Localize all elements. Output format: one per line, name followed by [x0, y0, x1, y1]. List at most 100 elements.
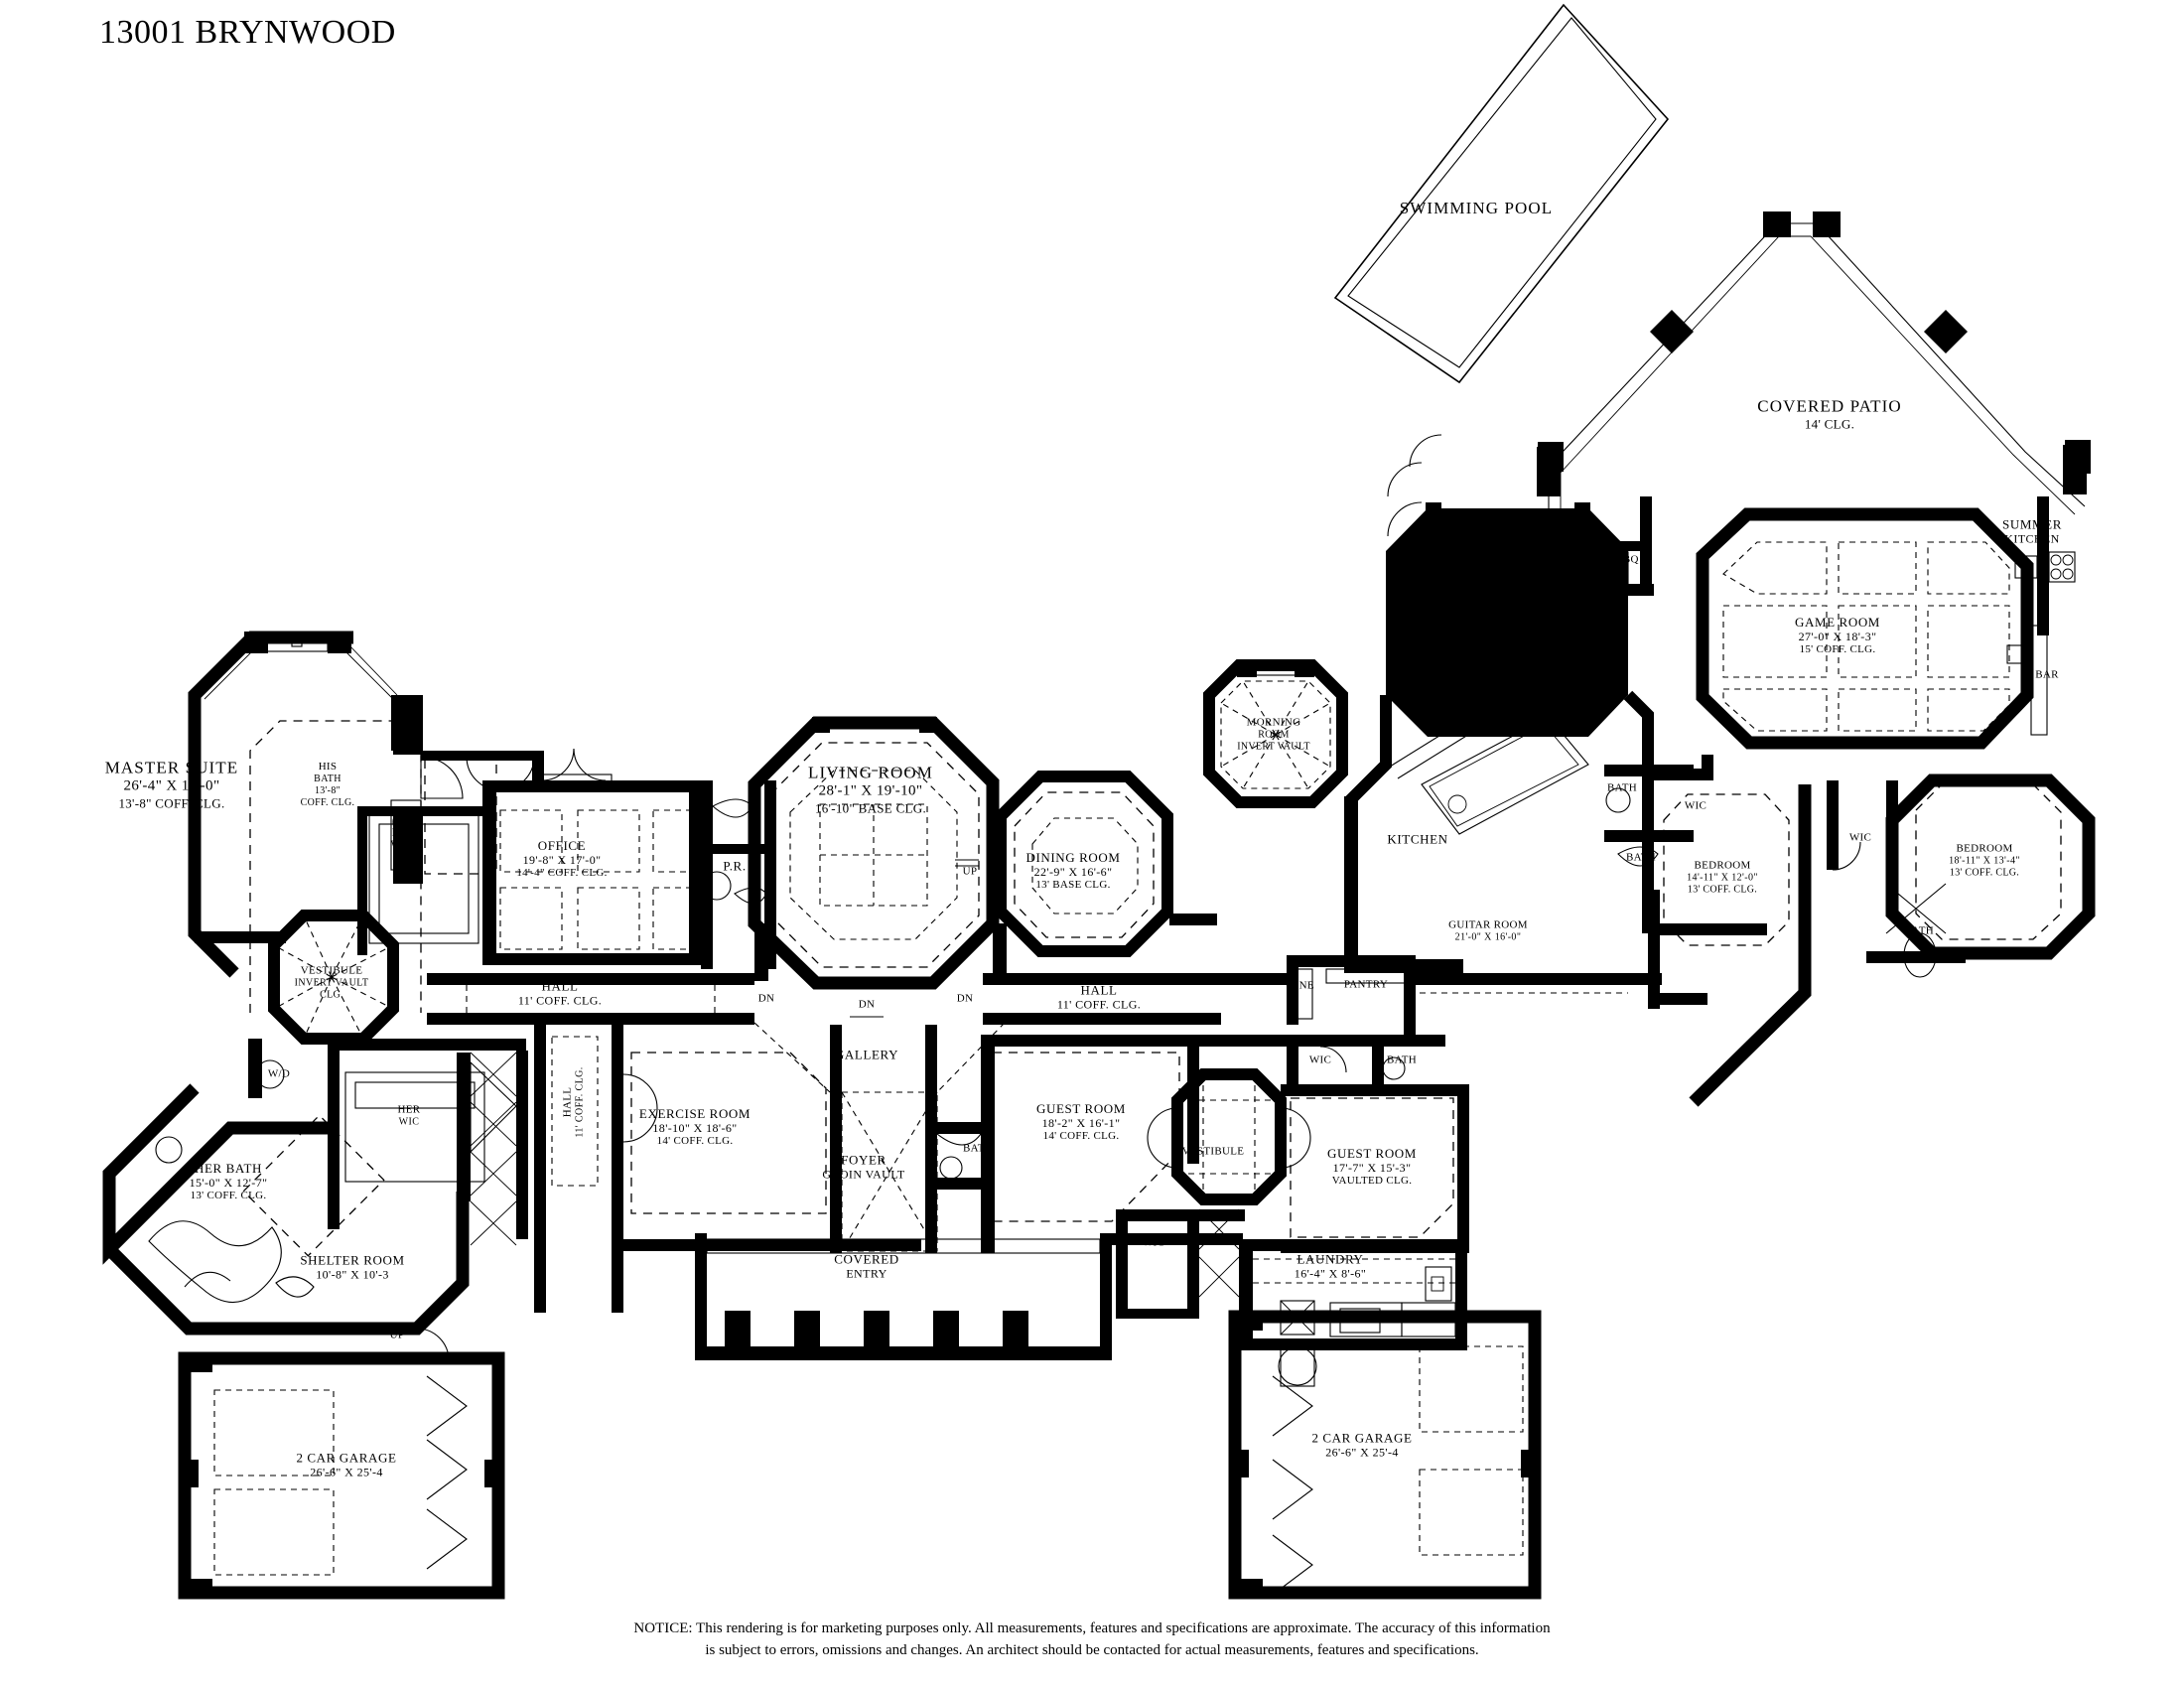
- room-ceiling: VAULTED CLG.: [1331, 1175, 1413, 1188]
- room-name: BATH: [1626, 851, 1656, 864]
- room-ceiling: 14' CLG.: [1804, 416, 1855, 432]
- room-ceiling: 13' COFF. CLG.: [190, 1190, 267, 1202]
- room-name: COVERED PATIO: [1757, 396, 1902, 416]
- morning-room-block: [1203, 659, 1348, 808]
- room-label: DN: [859, 999, 876, 1012]
- room-name: UP: [389, 1329, 405, 1341]
- family-room-block: [1386, 434, 1628, 737]
- room-dimensions: 27'-0" X 18'-3": [1798, 630, 1877, 644]
- room-name: 2 CAR GARAGE: [296, 1450, 397, 1466]
- room-name: WIC: [1684, 799, 1707, 812]
- room-ceiling: 13' BASE CLG.: [1035, 879, 1111, 892]
- room-label: UP: [390, 1330, 405, 1342]
- room-name: MASTER SUITE: [104, 758, 239, 777]
- room-name: HIS: [318, 760, 338, 773]
- room-ceiling: 15' COFF. CLG.: [1799, 643, 1876, 656]
- room-name: SHELTER ROOM: [300, 1252, 405, 1268]
- room-dimensions: 21'-4" X 20'-5": [1459, 637, 1539, 652]
- room-name: BEDROOM: [1694, 859, 1751, 872]
- room-label: BATH: [963, 1143, 993, 1156]
- room-name: MORNING: [1246, 716, 1301, 729]
- room-label: WIC: [1685, 800, 1706, 813]
- vestibule-left: [268, 910, 399, 1045]
- room-name: W/D: [267, 1067, 291, 1080]
- her-suite: [102, 1039, 528, 1336]
- foyer-gallery: [753, 1022, 1006, 1253]
- shelter-room: [328, 1052, 517, 1336]
- room-ceiling: 13' COFF. CLG.: [1687, 884, 1758, 896]
- master-suite-block: [188, 631, 464, 1013]
- room-name: 2 CAR GARAGE: [1311, 1430, 1413, 1446]
- room-label: SWIMMING POOL: [1400, 199, 1554, 218]
- room-name: DN: [757, 992, 775, 1005]
- room-name: HALL: [541, 978, 579, 994]
- room-dimensions: 26'-6" X 25'-4: [310, 1465, 383, 1479]
- room-label: BATH: [1904, 925, 1934, 938]
- room-name: DN: [858, 998, 876, 1011]
- garage-right: [1228, 1310, 1542, 1600]
- room-dimensions: GROIN VAULT: [822, 1167, 905, 1182]
- room-dimensions: 26'-6" X 25'-4: [1325, 1445, 1399, 1460]
- room-name: BATH: [963, 1142, 993, 1155]
- room-ceiling-2: COFF. CLG.: [300, 796, 355, 808]
- room-ceiling: 13'-8": [314, 784, 341, 796]
- room-name: UP: [962, 865, 978, 878]
- his-bath-block: [357, 695, 544, 955]
- room-label: UP: [963, 866, 978, 879]
- room-label: KITCHEN: [1387, 831, 1447, 846]
- room-name: COVERED: [834, 1251, 899, 1267]
- swimming-pool: [1333, 3, 1670, 384]
- room-name: GALLERY: [834, 1047, 899, 1062]
- room-dimensions: 26'-4" X 17'-0": [123, 777, 220, 794]
- guitar-room: [1404, 973, 1662, 994]
- room-dimensions: 16'-4" X 8'-6": [1294, 1266, 1367, 1281]
- room-name: GUEST ROOM: [1036, 1100, 1126, 1116]
- halls: [427, 973, 1291, 1025]
- covered-entry: [695, 1233, 1112, 1360]
- room-name: DINING ROOM: [1025, 849, 1121, 865]
- room-name: FOYER: [841, 1152, 887, 1168]
- room-dimensions: 28'-1" X 19'-10": [818, 782, 923, 799]
- room-name: BAR: [2035, 668, 2059, 681]
- dining-room-block: [995, 771, 1173, 957]
- room-dimensions: WIC: [398, 1116, 420, 1128]
- room-label: P.R.: [723, 858, 746, 873]
- room-dimensions: 21'-0" X 16'-0": [1454, 931, 1522, 943]
- living-room-block: [748, 716, 1000, 990]
- room-name: GUEST ROOM: [1327, 1145, 1417, 1161]
- room-ceiling: 16'-10" BASE CLG.: [814, 800, 927, 816]
- room-dimensions: ENTRY: [846, 1266, 887, 1281]
- room-dimensions: 18'-10" X 18'-6": [652, 1121, 738, 1136]
- bbq-area: [1584, 496, 1654, 596]
- room-label: VESTIBULE: [1182, 1146, 1245, 1159]
- room-name: GAME ROOM: [1795, 614, 1880, 630]
- room-name: HER BATH: [195, 1160, 262, 1176]
- room-ceiling: 14'-4" COFF. CLG.: [516, 867, 608, 880]
- room-dimensions: KITCHEN: [2004, 531, 2060, 546]
- room-label: BAR: [2035, 669, 2059, 682]
- room-name: BEDROOM: [1956, 842, 2013, 855]
- room-ceiling: CLG.: [320, 989, 343, 1001]
- summer-kitchen: [2006, 496, 2076, 736]
- stair-indicators: [850, 859, 979, 1018]
- room-name: HALL: [1080, 982, 1118, 998]
- room-label: GALLERY: [835, 1047, 898, 1061]
- room-dimensions: 11' COFF. CLG.: [574, 1066, 586, 1138]
